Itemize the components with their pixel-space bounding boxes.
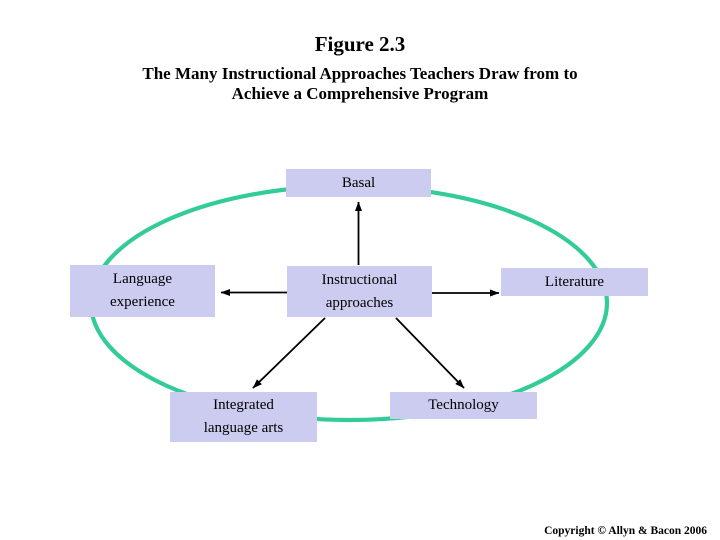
node-integrated-language-arts: Integrated language arts (170, 392, 317, 442)
node-instructional-approaches: Instructional approaches (287, 266, 432, 317)
figure-title: Figure 2.3 (314, 32, 406, 56)
copyright-notice: Copyright © Allyn & Bacon 2006 (544, 525, 707, 537)
figure-subtitle-line2: Achieve a Comprehensive Program (231, 84, 489, 103)
figure-subtitle: The Many Instructional Approaches Teache… (0, 64, 720, 104)
arrow-to-technology (395, 317, 465, 389)
arrow-to-integrated-language-arts (252, 317, 326, 389)
figure-subtitle-line1: The Many Instructional Approaches Teache… (142, 64, 578, 83)
node-language-experience: Language experience (70, 265, 215, 317)
node-technology: Technology (390, 392, 537, 419)
node-literature: Literature (501, 268, 648, 296)
node-basal: Basal (286, 169, 431, 197)
